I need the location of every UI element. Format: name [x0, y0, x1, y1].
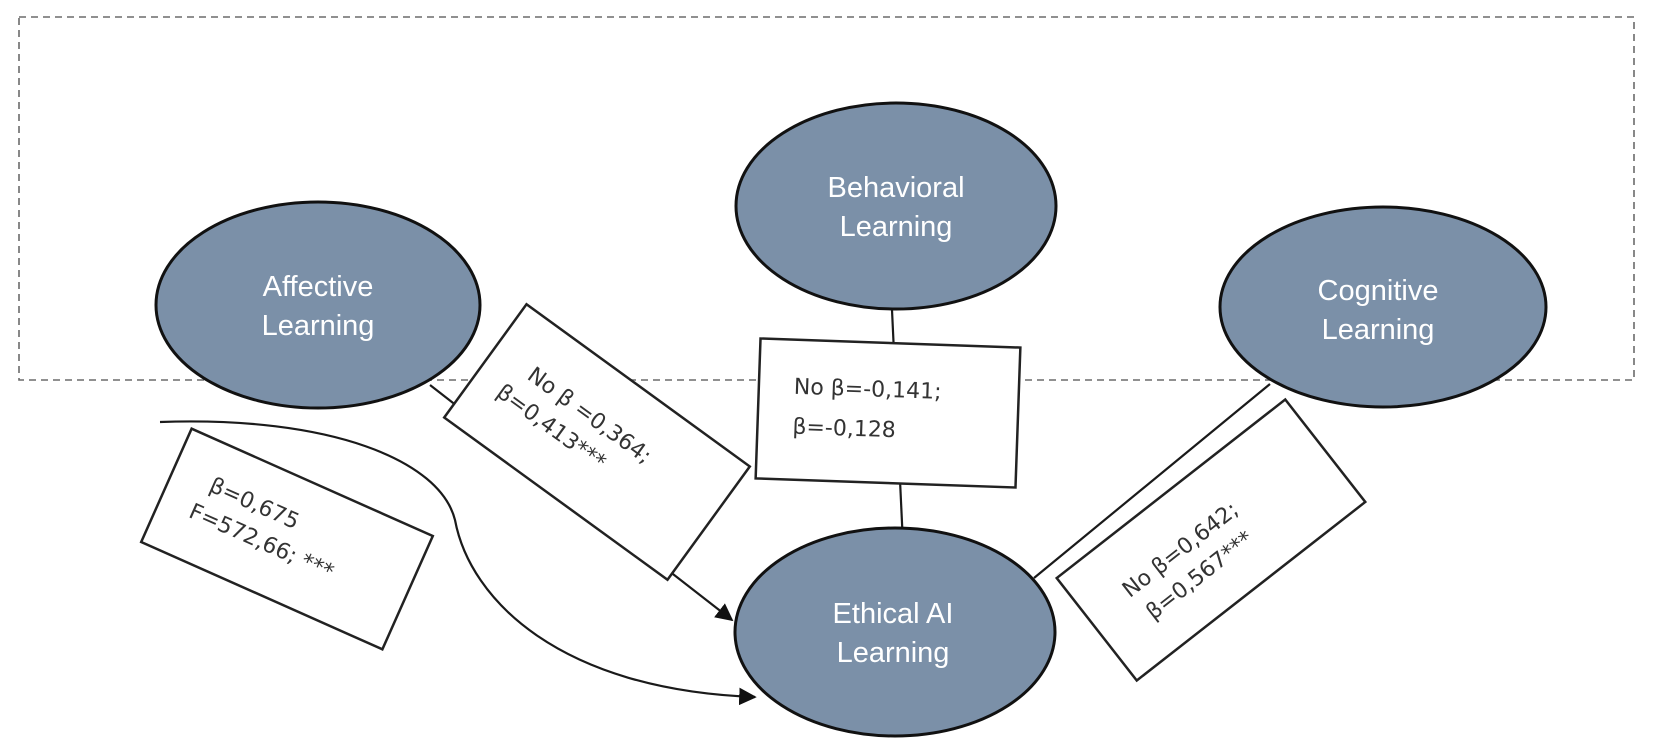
edge-label-group: β=0,675 F=572,66; *** [139, 427, 435, 651]
edge-label-behavioral: No β=-0,141; β=-0,128 [754, 337, 1022, 489]
node-affective-line1: Affective [263, 271, 374, 303]
node-ethical-ellipse [733, 526, 1057, 738]
node-behavioral-line1: Behavioral [827, 172, 964, 204]
edge-label-affective: No β =0,364; β=0,413*** [442, 302, 752, 582]
node-cognitive-line1: Cognitive [1318, 275, 1439, 307]
edge-label-behavioral-line2: β=-0,128 [792, 415, 896, 444]
edge-label-behavioral-line1: No β=-0,141; [793, 375, 942, 405]
node-behavioral-line2: Learning [840, 211, 953, 243]
node-ethical-ai-learning: Ethical AI Learning [733, 526, 1057, 738]
node-affective-line2: Learning [262, 310, 375, 342]
edge-label-cognitive: No β=0,642; β=0,567*** [1054, 397, 1368, 683]
node-ethical-line2: Learning [837, 637, 950, 669]
node-behavioral-learning: Behavioral Learning [734, 101, 1058, 311]
node-affective-ellipse [154, 200, 482, 410]
edge-group-to-ethical [159, 420, 757, 706]
edge-cognitive-to-ethical [1033, 383, 1271, 579]
node-cognitive-learning: Cognitive Learning [1218, 205, 1548, 409]
node-cognitive-line2: Learning [1322, 314, 1435, 346]
node-behavioral-ellipse [734, 101, 1058, 311]
node-ethical-line1: Ethical AI [833, 598, 954, 630]
node-affective-learning: Affective Learning [154, 200, 482, 410]
node-cognitive-ellipse [1218, 205, 1548, 409]
